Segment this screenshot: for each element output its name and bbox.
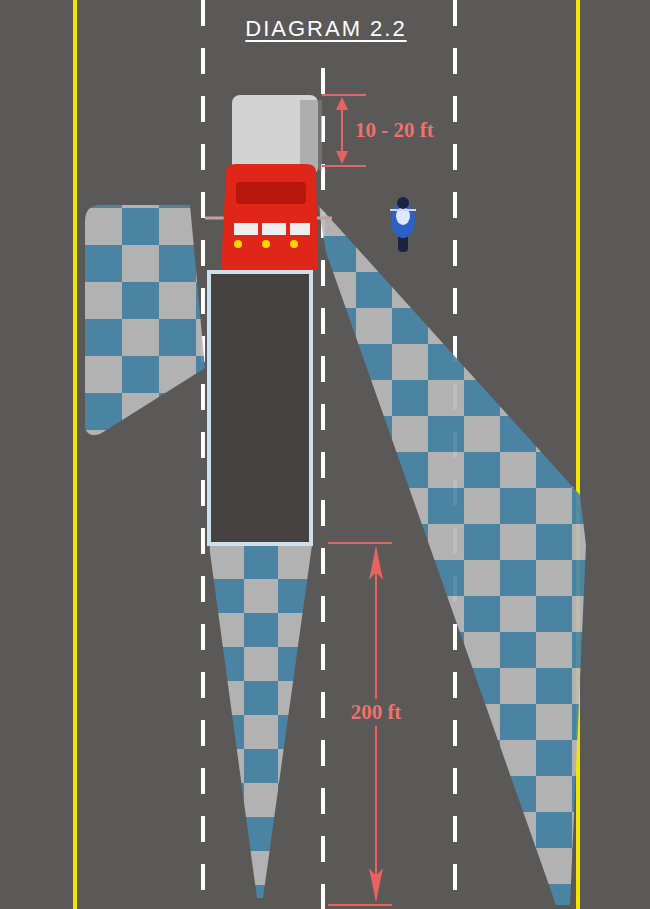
dimension-label: 200 ft <box>348 699 405 726</box>
left-blind-spot <box>85 205 205 435</box>
hood-shadow <box>300 100 322 170</box>
motorcycle <box>390 197 416 252</box>
lane-line <box>201 0 205 909</box>
diagram-title: DIAGRAM 2.2 <box>245 16 406 42</box>
rear-blind-spot <box>209 545 312 898</box>
cab-roof <box>236 182 306 204</box>
cab-light <box>290 240 298 248</box>
yellow-edge-line <box>576 0 580 909</box>
dimension-marks <box>322 95 392 905</box>
cab-light <box>234 240 242 248</box>
truck-cab <box>221 164 318 270</box>
right-blind-spot <box>318 205 586 905</box>
lane-line <box>321 68 325 909</box>
cab-light <box>262 240 270 248</box>
cab-window <box>234 223 258 235</box>
trailer <box>209 272 311 544</box>
dimension-label: 10 - 20 ft <box>352 117 437 144</box>
cab-window <box>290 223 310 235</box>
yellow-edge-line <box>73 0 77 909</box>
cab-window <box>262 223 286 235</box>
